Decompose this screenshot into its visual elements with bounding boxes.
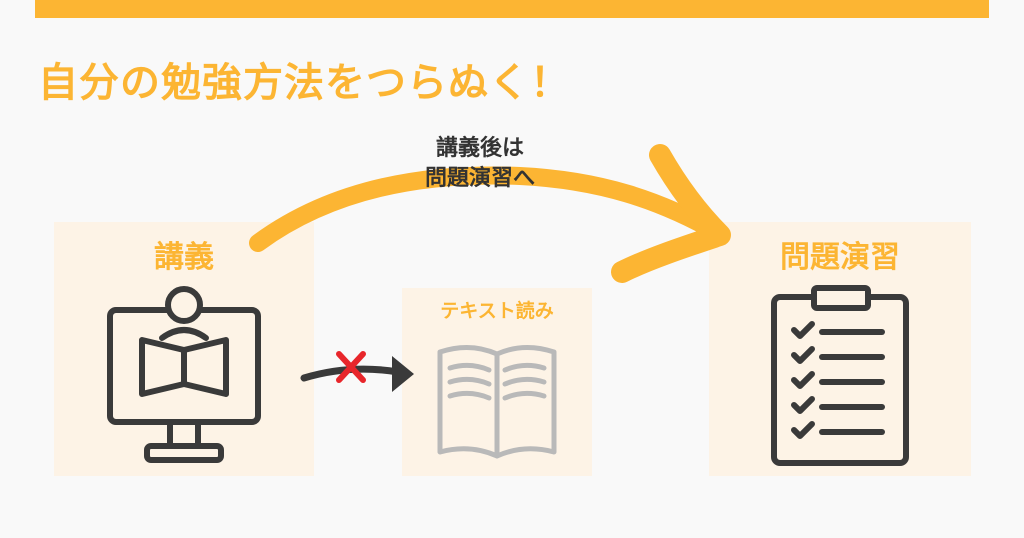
practice-panel: 問題演習 [709, 222, 971, 476]
top-accent-bar [35, 0, 989, 18]
monitor-reading-person-icon [107, 286, 261, 463]
cross-icon [336, 351, 366, 383]
arrow-caption-line1: 講義後は [435, 136, 524, 161]
text-reading-label: テキスト読み [440, 300, 554, 322]
arrow-caption-line2: 問題演習へ [424, 166, 535, 191]
arrow-caption: 講義後は 問題演習へ [380, 134, 580, 194]
clipboard-checklist-icon [771, 285, 909, 466]
main-curved-arrow [249, 144, 731, 283]
open-book-icon [437, 345, 557, 459]
practice-label: 問題演習 [780, 240, 900, 275]
page-title: 自分の勉強方法をつらぬく！ [38, 60, 571, 106]
lecture-label: 講義 [154, 240, 214, 275]
